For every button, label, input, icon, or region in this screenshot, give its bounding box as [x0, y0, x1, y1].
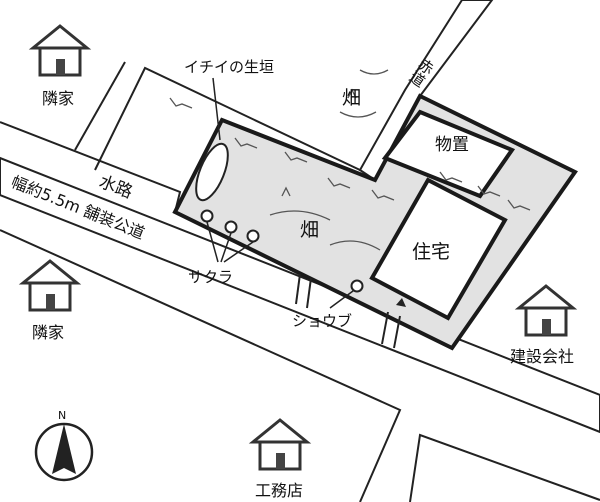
contractor-label: 工務店	[255, 481, 303, 500]
storage-label: 物置	[435, 135, 469, 155]
contractor: 工務店	[251, 418, 309, 500]
gate-right	[381, 311, 401, 349]
house-icon	[31, 24, 89, 77]
lower-road-right	[409, 433, 600, 502]
residence-label: 住宅	[412, 241, 450, 263]
storage-building: 物置	[381, 109, 516, 199]
neighbor-top-left: 隣家	[31, 24, 89, 108]
hedge-label: イチイの生垣	[184, 58, 274, 76]
entrance-arrow-icon	[396, 298, 406, 307]
lower-road-left	[0, 229, 402, 502]
cherry-tree-3	[246, 229, 260, 243]
iris-label: ショウブ	[292, 312, 352, 330]
field-top-edge	[94, 66, 361, 171]
gate-left	[295, 273, 312, 309]
field-top-inner	[74, 61, 126, 151]
grass-marks	[169, 69, 531, 251]
neighbor-left: 隣家	[21, 259, 79, 342]
cherry-trees: サクラ	[188, 209, 260, 286]
cherry-tree-1	[200, 209, 214, 223]
field-lot-label: 畑	[300, 219, 319, 241]
cherry-tree-2	[224, 220, 238, 234]
neighbor-top-left-label: 隣家	[42, 89, 74, 108]
residence-building: 住宅	[369, 177, 508, 321]
iris-plant: ショウブ	[292, 279, 364, 330]
house-icon	[517, 284, 575, 337]
house-icon	[251, 418, 309, 471]
hedge-leader	[212, 77, 221, 141]
north-arrow-icon: N	[34, 409, 94, 482]
neighbor-left-label: 隣家	[32, 323, 64, 342]
cherry-label: サクラ	[188, 268, 233, 286]
north-label: N	[58, 409, 66, 422]
field-top-label: 畑	[342, 87, 361, 109]
construction-company: 建設会社	[510, 284, 575, 366]
construction-company-label: 建設会社	[510, 347, 574, 366]
house-icon	[21, 259, 79, 312]
yew-hedge	[195, 142, 229, 202]
